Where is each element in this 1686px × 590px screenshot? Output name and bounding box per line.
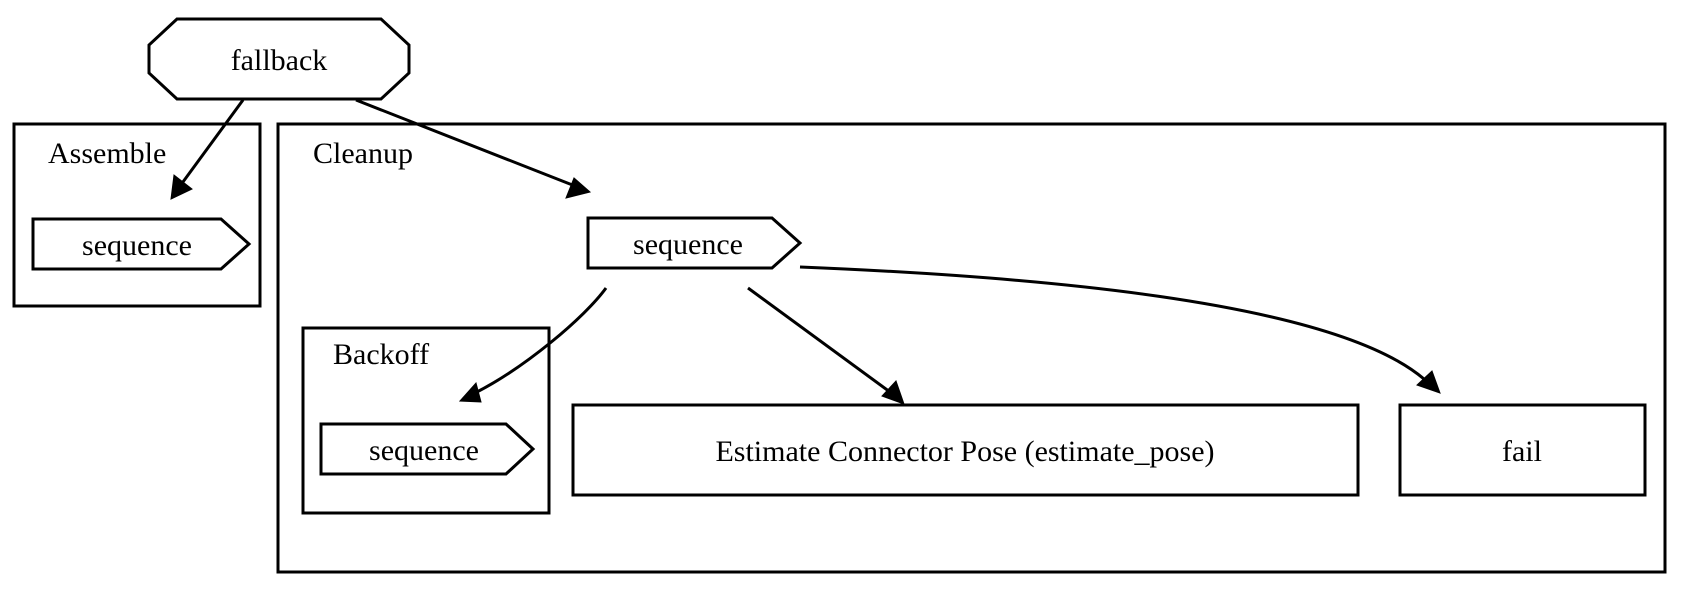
cluster-backoff: Backoff <box>301 326 551 515</box>
node-estimate-pose-label: Estimate Connector Pose (estimate_pose) <box>715 435 1214 468</box>
node-fail-label: fail <box>1502 435 1542 468</box>
node-estimate-pose[interactable]: Estimate Connector Pose (estimate_pose) <box>571 403 1360 497</box>
edge-line <box>799 265 1425 381</box>
cluster-backoff-label: Backoff <box>333 338 429 371</box>
arrowhead-icon <box>458 381 482 403</box>
edge-fallback-to-cleanup-sequence <box>355 98 592 199</box>
estimate-pose-box-shape[interactable] <box>571 403 1360 497</box>
edge-line <box>472 287 608 396</box>
node-cleanup-sequence-label: sequence <box>633 228 743 261</box>
edge-fallback-to-assemble-sequence <box>170 99 245 200</box>
cleanup-sequence-rarrow-shape[interactable] <box>586 216 803 270</box>
fail-box-shape[interactable] <box>1398 403 1647 497</box>
node-assemble-sequence[interactable]: sequence <box>31 217 252 271</box>
arrowhead-icon <box>170 174 193 200</box>
edge-cleanup-sequence-to-estimate-pose <box>747 286 905 405</box>
node-assemble-sequence-label: sequence <box>82 229 192 262</box>
edge-line <box>355 98 576 188</box>
fallback-octagon-shape[interactable] <box>147 17 411 101</box>
cluster-cleanup-border <box>276 122 1667 574</box>
arrowhead-icon <box>881 380 905 405</box>
node-fallback-label: fallback <box>231 44 328 77</box>
assemble-sequence-rarrow-shape[interactable] <box>31 217 252 271</box>
cluster-backoff-border <box>301 326 551 515</box>
edge-cleanup-sequence-to-backoff-sequence <box>458 287 608 403</box>
cluster-cleanup-label: Cleanup <box>313 137 413 170</box>
node-backoff-sequence[interactable]: sequence <box>319 422 536 476</box>
cluster-assemble-label: Assemble <box>48 137 166 170</box>
edge-cleanup-sequence-to-fail <box>799 265 1441 394</box>
node-cleanup-sequence[interactable]: sequence <box>586 216 803 270</box>
edge-line <box>178 99 245 187</box>
node-backoff-sequence-label: sequence <box>369 434 479 467</box>
node-fallback[interactable]: fallback <box>147 17 411 101</box>
arrowhead-icon <box>1416 370 1441 394</box>
node-fail[interactable]: fail <box>1398 403 1647 497</box>
arrowhead-icon <box>565 177 592 199</box>
cluster-cleanup: Cleanup <box>276 122 1667 574</box>
backoff-sequence-rarrow-shape[interactable] <box>319 422 536 476</box>
edge-line <box>747 286 891 394</box>
cluster-assemble-border <box>12 122 262 308</box>
cluster-assemble: Assemble <box>12 122 262 308</box>
